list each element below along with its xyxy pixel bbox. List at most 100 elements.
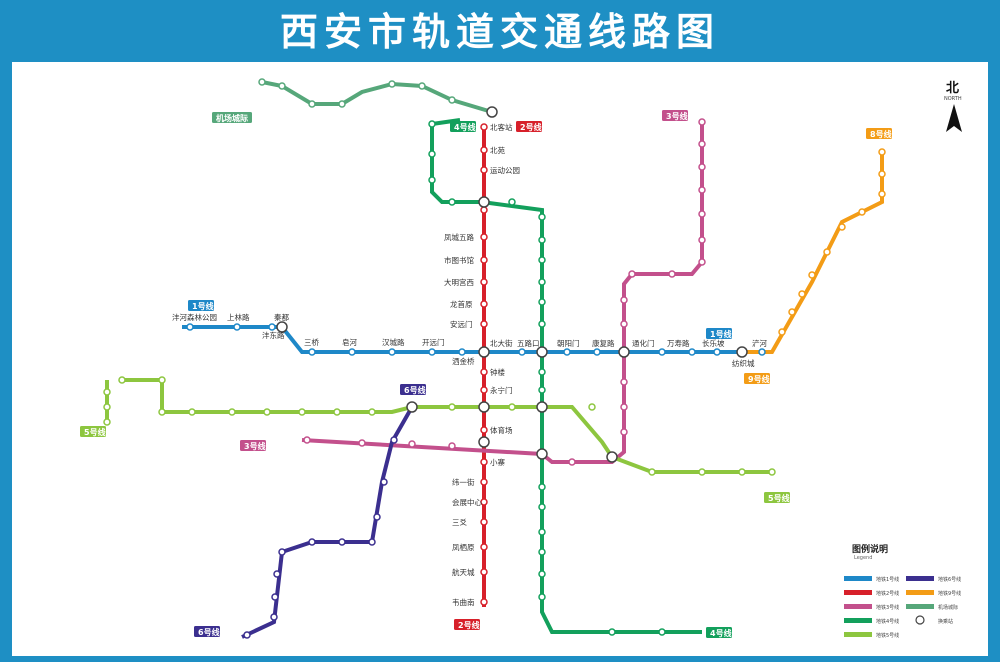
svg-text:1号线: 1号线 <box>710 329 732 339</box>
svg-text:换乘站: 换乘站 <box>938 618 953 625</box>
svg-text:北: 北 <box>946 81 959 96</box>
station-label: 北苑 <box>490 145 505 155</box>
line5-stations <box>103 376 776 476</box>
svg-text:地铁4号线: 地铁4号线 <box>876 618 899 625</box>
legend-item: 换乘站 <box>915 615 953 625</box>
svg-text:8号线: 8号线 <box>870 129 892 139</box>
svg-text:地铁6号线: 地铁6号线 <box>938 576 961 583</box>
station-label: 安远门 <box>450 319 473 329</box>
badge-line4-south: 4号线 <box>706 627 732 638</box>
station-label: 通化门 <box>632 338 655 348</box>
station-label: 运动公园 <box>490 165 520 175</box>
station-label: 皂河 <box>342 337 357 347</box>
line14-stations <box>258 78 456 108</box>
badge-line9-north: 8号线 <box>866 128 892 139</box>
svg-text:9号线: 9号线 <box>748 374 770 384</box>
station-label: 汉城路 <box>382 337 405 347</box>
badge-line5-west: 5号线 <box>80 426 106 437</box>
line2-stations <box>480 123 488 606</box>
station-label: 长乐坡 <box>702 338 725 348</box>
station-label: 小寨 <box>490 457 505 467</box>
station-label: 大明宫西 <box>444 277 474 287</box>
station-label: 朝阳门 <box>557 339 580 348</box>
svg-text:地铁1号线: 地铁1号线 <box>876 576 899 583</box>
station-label: 纺织城 <box>732 358 755 368</box>
legend-item: 机场城际 <box>906 604 958 611</box>
legend-item: 地铁1号线 <box>844 576 899 583</box>
svg-text:4号线: 4号线 <box>710 628 732 638</box>
svg-text:地铁2号线: 地铁2号线 <box>876 590 899 597</box>
svg-text:3号线: 3号线 <box>666 111 688 121</box>
line1-labels: 沣河森林公园 上林路 沣东路 秦都 三桥 皂河 汉城路 开远门 洒金桥 北大街 … <box>172 312 767 368</box>
svg-text:地铁5号线: 地铁5号线 <box>876 632 899 639</box>
badge-airport-line: 机场城际 <box>212 112 252 123</box>
station-label: 纬一街 <box>452 477 475 487</box>
line3-stations <box>303 118 706 466</box>
station-label: 钟楼 <box>490 367 505 377</box>
station-label: 浐河 <box>752 338 767 348</box>
legend-item: 地铁4号线 <box>844 618 899 625</box>
legend-item: 地铁2号线 <box>844 590 899 597</box>
legend: 图例说明 Legend 地铁1号线 地铁6号线 地铁2号线 地铁9号线 <box>844 543 961 639</box>
station-label: 永宁门 <box>490 385 513 395</box>
svg-text:机场城际: 机场城际 <box>216 113 248 123</box>
north-arrow: 北 NORTH <box>944 81 962 132</box>
svg-text:地铁3号线: 地铁3号线 <box>876 604 899 611</box>
badge-line3-north: 3号线 <box>662 110 688 121</box>
station-label: 沣东路 <box>262 330 285 340</box>
map-title: 西安市轨道交通线路图 <box>279 10 720 54</box>
legend-item: 地铁9号线 <box>906 590 961 597</box>
svg-text:图例说明: 图例说明 <box>852 543 888 555</box>
line4-path <box>430 118 702 634</box>
station-label: 万寿路 <box>667 338 690 348</box>
svg-text:6号线: 6号线 <box>404 385 426 395</box>
svg-text:5号线: 5号线 <box>84 427 106 437</box>
line3-path <box>301 122 704 464</box>
svg-text:5号线: 5号线 <box>768 493 790 503</box>
line-badges: 1号线 1号线 2号线 2号线 3号线 <box>80 110 892 638</box>
legend-item: 地铁6号线 <box>906 576 961 583</box>
station-label: 沣河森林公园 <box>172 312 217 322</box>
badge-line1-west: 1号线 <box>188 300 214 311</box>
badge-line5-east: 5号线 <box>764 492 790 503</box>
badge-line2-south: 2号线 <box>454 619 480 630</box>
metro-map[interactable]: 北客站 北苑 运动公园 凤城五路 市图书馆 大明宫西 龙首原 安远门 钟楼 永宁… <box>12 62 988 656</box>
line4-stations <box>428 120 666 636</box>
svg-text:4号线: 4号线 <box>454 122 476 132</box>
station-label: 秦都 <box>274 312 289 322</box>
station-label: 康复路 <box>592 338 615 348</box>
metro-map-svg[interactable]: 北客站 北苑 运动公园 凤城五路 市图书馆 大明宫西 龙首原 安远门 钟楼 永宁… <box>12 62 988 656</box>
north-arrow-icon <box>946 104 962 132</box>
legend-item: 地铁5号线 <box>844 632 899 639</box>
badge-line6-south: 6号线 <box>194 626 220 637</box>
line5-path <box>122 378 772 474</box>
line6-stations <box>243 436 398 639</box>
svg-text:NORTH: NORTH <box>944 96 962 102</box>
svg-text:地铁9号线: 地铁9号线 <box>938 590 961 597</box>
station-label: 龙首原 <box>450 299 473 309</box>
line1-stations <box>186 323 766 356</box>
svg-text:6号线: 6号线 <box>198 627 220 637</box>
station-label: 市图书馆 <box>444 255 474 265</box>
station-label: 凤城五路 <box>444 232 474 242</box>
line9-stations <box>778 148 886 336</box>
station-label: 会展中心 <box>452 497 482 507</box>
station-label: 三爻 <box>452 518 467 527</box>
badge-line1-east: 1号线 <box>706 328 732 339</box>
badge-line2-north: 2号线 <box>516 121 542 132</box>
line2-labels: 北客站 北苑 运动公园 凤城五路 市图书馆 大明宫西 龙首原 安远门 钟楼 永宁… <box>444 122 520 607</box>
station-label: 三桥 <box>304 337 319 347</box>
line9-path <box>742 152 884 354</box>
badge-line4-north: 4号线 <box>450 121 476 132</box>
station-label: 航天城 <box>452 567 475 577</box>
svg-text:3号线: 3号线 <box>244 441 266 451</box>
svg-text:Legend: Legend <box>854 555 872 561</box>
badge-line9-south: 9号线 <box>744 373 770 384</box>
svg-text:2号线: 2号线 <box>520 122 542 132</box>
station-label: 开远门 <box>422 338 445 347</box>
svg-text:1号线: 1号线 <box>192 301 214 311</box>
station-label: 北大街 <box>490 338 513 348</box>
station-label: 洒金桥 <box>452 356 475 366</box>
svg-text:机场城际: 机场城际 <box>938 604 958 611</box>
